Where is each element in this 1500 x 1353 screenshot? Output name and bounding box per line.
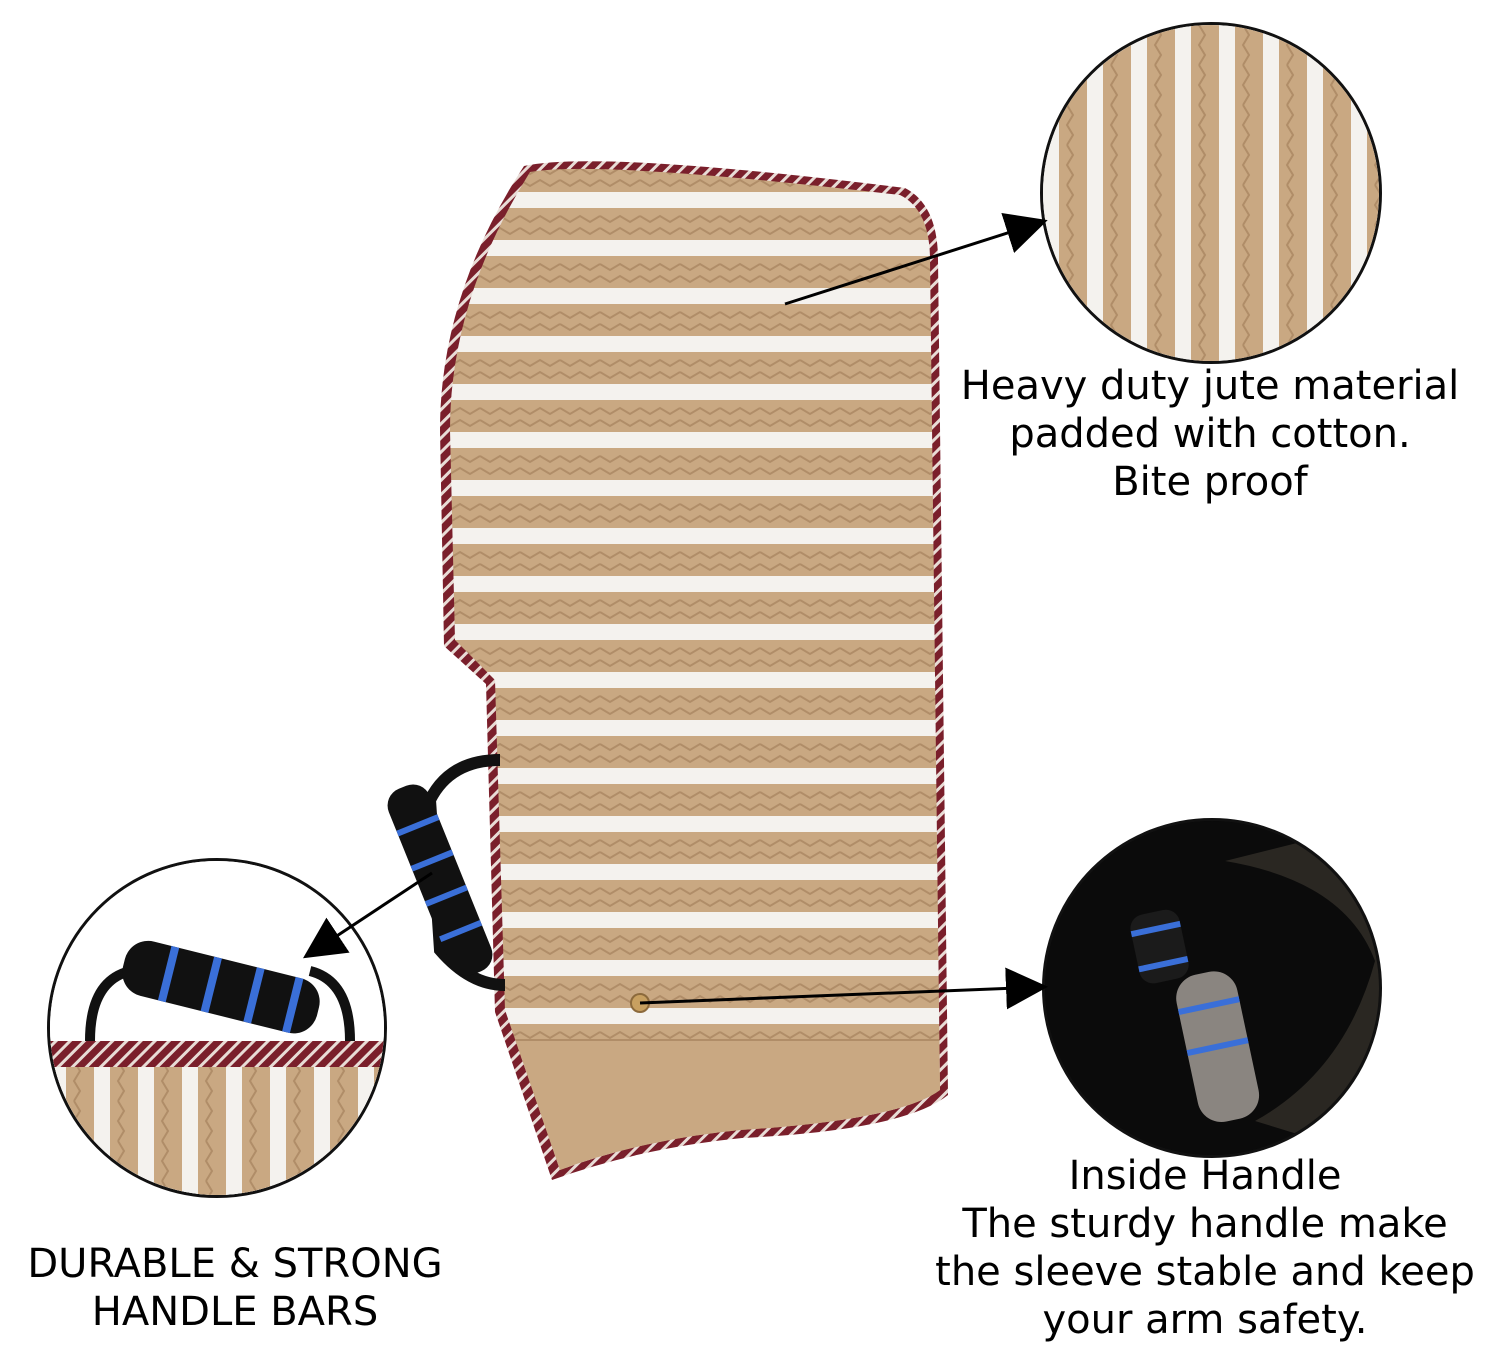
handle-bars-caption-line2: HANDLE BARS: [91, 1289, 379, 1335]
inside-handle-image: [1045, 821, 1379, 1155]
inside-handle-circle: [1042, 818, 1382, 1158]
inside-handle-caption-line3: the sleeve stable and keep: [935, 1249, 1475, 1295]
material-caption: Heavy duty jute material padded with cot…: [930, 362, 1490, 506]
material-caption-line1: Heavy duty jute material: [960, 363, 1460, 409]
inside-handle-caption-line4: your arm safety.: [1042, 1297, 1368, 1343]
texture-closeup-circle: [1040, 22, 1382, 364]
handle-closeup-circle: [47, 858, 387, 1198]
material-caption-line3: Bite proof: [1112, 459, 1308, 505]
jute-texture-image: [1043, 25, 1379, 361]
handle-bars-caption-line1: DURABLE & STRONG: [27, 1241, 443, 1287]
inside-handle-caption-line2: The sturdy handle make: [962, 1201, 1448, 1247]
inside-handle-caption: Inside Handle The sturdy handle make the…: [910, 1152, 1500, 1344]
handle-bars-image: [50, 861, 384, 1195]
handle-bars-caption: DURABLE & STRONG HANDLE BARS: [0, 1240, 470, 1336]
material-caption-line2: padded with cotton.: [1009, 411, 1411, 457]
inside-handle-caption-line1: Inside Handle: [1068, 1153, 1342, 1199]
